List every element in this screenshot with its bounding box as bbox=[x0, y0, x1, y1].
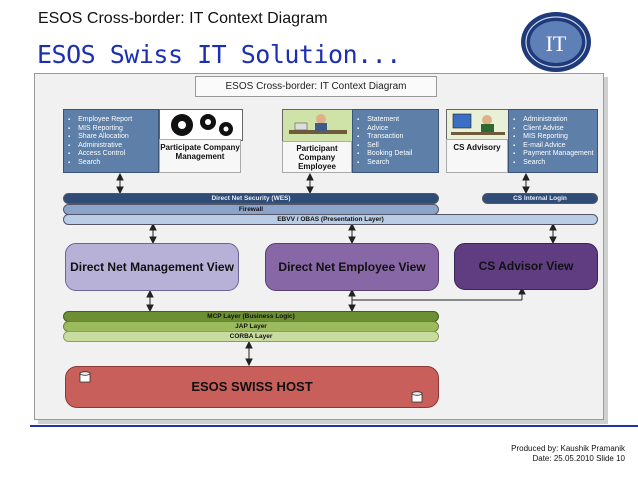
diagram-title: ESOS Cross-border: IT Context Diagram bbox=[195, 76, 437, 97]
list-item: Client Advise bbox=[513, 125, 593, 134]
corba-layer-bar: CORBA Layer bbox=[63, 331, 439, 342]
employee-picture bbox=[282, 109, 354, 143]
advisory-feature-list: Administration Client Advise MIS Reporti… bbox=[508, 109, 598, 173]
list-item: Search bbox=[513, 159, 593, 168]
list-item: Booking Detail bbox=[357, 150, 434, 159]
date-slide: Date: 25.05.2010 Slide 10 bbox=[532, 454, 625, 463]
list-item: Employee Report bbox=[68, 116, 154, 125]
slide-title: ESOS Cross-border: IT Context Diagram bbox=[38, 10, 328, 27]
footer-divider bbox=[30, 425, 638, 427]
it-logo: IT bbox=[521, 12, 591, 72]
slide-subtitle: ESOS Swiss IT Solution... bbox=[37, 40, 401, 69]
list-item: Search bbox=[357, 159, 434, 168]
management-feature-list: Employee Report MIS Reporting Share Allo… bbox=[63, 109, 159, 173]
footer-credits: Produced by: Kaushik Pramanik Date: 25.0… bbox=[470, 444, 625, 464]
list-item: Payment Management bbox=[513, 150, 593, 159]
management-actor-label: Participate Company Management bbox=[159, 139, 241, 173]
list-item: Administrative bbox=[68, 142, 154, 151]
management-view-box: Direct Net Management View bbox=[65, 243, 239, 291]
advisor-picture bbox=[446, 109, 510, 141]
list-item: MIS Reporting bbox=[68, 125, 154, 134]
host-label: ESOS SWISS HOST bbox=[191, 379, 313, 394]
list-item: Statement bbox=[357, 116, 434, 125]
list-item: Advice bbox=[357, 125, 434, 134]
list-item: E-mail Advice bbox=[513, 142, 593, 151]
database-icon bbox=[411, 391, 423, 403]
list-item: Share Allocation bbox=[68, 133, 154, 142]
advisory-actor-label: CS Advisory bbox=[446, 139, 508, 173]
employee-feature-list: Statement Advice Transaction Sell Bookin… bbox=[352, 109, 439, 173]
employee-view-box: Direct Net Employee View bbox=[265, 243, 439, 291]
advisor-view-box: CS Advisor View bbox=[454, 243, 598, 290]
presentation-layer-bar: EBVV / OBAS (Presentation Layer) bbox=[63, 214, 598, 225]
list-item: Access Control bbox=[68, 150, 154, 159]
internal-login-bar: CS Internal Login bbox=[482, 193, 598, 204]
advisor-icon bbox=[451, 113, 505, 135]
produced-by: Produced by: Kaushik Pramanik bbox=[511, 444, 625, 453]
list-item: Transaction bbox=[357, 133, 434, 142]
database-icon bbox=[79, 371, 91, 383]
list-item: Search bbox=[68, 159, 154, 168]
person-at-desk-icon bbox=[289, 114, 347, 134]
security-layer-bar: Direct Net Security (WES) bbox=[63, 193, 439, 204]
gears-picture bbox=[159, 109, 243, 141]
list-item: Administration bbox=[513, 116, 593, 125]
list-item: MIS Reporting bbox=[513, 133, 593, 142]
logo-text: IT bbox=[546, 31, 567, 56]
employee-actor-label: Participant Company Employee bbox=[282, 141, 352, 173]
gears-icon bbox=[171, 114, 233, 136]
list-item: Sell bbox=[357, 142, 434, 151]
host-box: ESOS SWISS HOST bbox=[65, 366, 439, 408]
